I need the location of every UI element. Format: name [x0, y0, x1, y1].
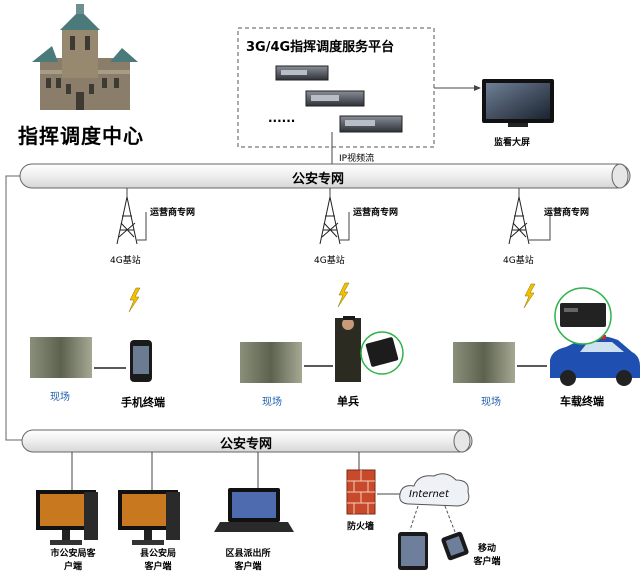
scene-photo	[453, 342, 515, 383]
base-station-label: 4G基站	[314, 256, 345, 266]
client-label: 市公安局客户端	[50, 549, 96, 572]
portable-device-icon	[365, 337, 399, 367]
top-network-label: 公安专网	[292, 172, 345, 187]
tower-icon	[116, 196, 138, 245]
scene-photo	[240, 342, 302, 383]
terminal-label: 单兵	[337, 395, 359, 408]
server-icon	[305, 90, 365, 107]
tablet-icon	[398, 532, 428, 570]
terminal-label: 车载终端	[560, 395, 604, 408]
mobile-client-label: 移动客户端	[473, 544, 501, 567]
terminal-label: 手机终端	[121, 396, 165, 409]
command-center-building-icon	[32, 4, 138, 110]
monitor-label: 监看大屏	[494, 138, 531, 148]
scene-photo	[30, 337, 92, 378]
highlight-ring	[360, 331, 404, 375]
firewall-icon	[346, 469, 376, 515]
vehicle-terminal-icon	[560, 303, 606, 327]
platform-ellipsis: ······	[268, 114, 296, 128]
base-station-label: 4G基站	[503, 256, 534, 266]
carrier-link	[340, 212, 350, 241]
carrier-network-label: 运营商专网	[544, 208, 590, 218]
server-icon	[275, 65, 329, 81]
ip-video-label: IP视频流	[339, 154, 375, 164]
carrier-link	[137, 212, 147, 241]
carrier-link	[529, 212, 551, 241]
backbone-link	[5, 175, 22, 441]
command-center-title: 指挥调度中心	[18, 124, 144, 148]
scene-label: 现场	[262, 397, 282, 408]
smartphone-icon	[441, 531, 469, 561]
client-label: 区县派出所客户端	[225, 549, 271, 572]
platform-title: 3G/4G指挥调度服务平台	[246, 40, 395, 55]
desktop-computer-icon	[36, 490, 98, 545]
officer-icon	[335, 316, 361, 382]
scene-label: 现场	[50, 392, 70, 403]
wireless-signal-icon	[337, 282, 350, 308]
monitor-icon	[482, 79, 554, 127]
base-station-label: 4G基站	[110, 256, 141, 266]
carrier-network-label: 运营商专网	[353, 208, 399, 218]
internet-label: Internet	[409, 489, 449, 500]
wireless-signal-icon	[523, 283, 536, 309]
arrow-head-icon	[474, 85, 481, 91]
desktop-computer-icon	[118, 490, 180, 545]
server-icon	[339, 115, 403, 133]
tower-icon	[319, 196, 341, 245]
scene-label: 现场	[481, 397, 501, 408]
tower-icon	[508, 196, 530, 245]
client-label: 县公安局客户端	[139, 549, 176, 572]
police-car-icon	[550, 335, 640, 386]
phone-icon	[130, 340, 152, 382]
firewall-label: 防火墙	[347, 522, 375, 532]
carrier-network-label: 运营商专网	[150, 208, 196, 218]
wireless-signal-icon	[128, 287, 141, 313]
laptop-icon	[214, 488, 294, 532]
cloud-icon	[399, 473, 470, 507]
bottom-network-pipe	[21, 429, 473, 453]
bottom-network-label: 公安专网	[220, 437, 273, 452]
